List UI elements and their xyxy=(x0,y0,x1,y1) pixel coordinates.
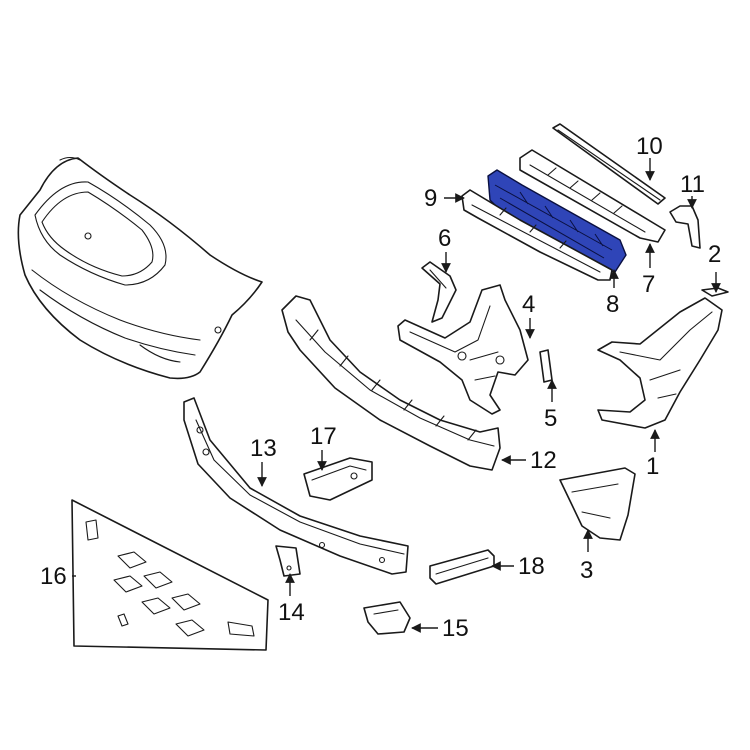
callout-14: 14 xyxy=(278,599,305,626)
part-3-lower-bracket xyxy=(559,467,636,541)
callout-11: 11 xyxy=(680,171,705,198)
leader-lines xyxy=(72,158,721,633)
part-5-retainer xyxy=(539,349,553,383)
callout-4: 4 xyxy=(522,291,535,318)
part-14-plate xyxy=(275,545,301,577)
callout-18: 18 xyxy=(518,553,545,580)
part-10-upper-seal xyxy=(552,123,666,205)
bumper-cover xyxy=(17,156,263,380)
callout-17: 17 xyxy=(310,423,337,450)
part-6-bracket xyxy=(421,261,457,323)
callout-15: 15 xyxy=(442,615,469,642)
callout-5: 5 xyxy=(544,405,557,432)
callout-2: 2 xyxy=(708,241,721,268)
part-18-support-bar xyxy=(429,549,495,585)
part-1-side-bracket xyxy=(597,297,723,429)
part-17-mount-bracket xyxy=(303,457,373,501)
callout-6: 6 xyxy=(438,225,451,252)
callout-7: 7 xyxy=(642,271,655,298)
callout-16: 16 xyxy=(40,563,67,590)
callout-12: 12 xyxy=(530,447,557,474)
part-11-side-bracket xyxy=(669,205,701,249)
callout-10: 10 xyxy=(636,133,663,160)
callout-13: 13 xyxy=(250,435,277,462)
part-2-clip xyxy=(701,287,729,297)
part-12-impact-absorber xyxy=(281,295,501,471)
callout-1: 1 xyxy=(646,453,659,480)
part-16-hardware-kit xyxy=(71,499,269,651)
part-9-grille-support xyxy=(461,189,613,281)
callout-labels: 1 2 3 4 5 6 7 8 9 10 11 12 13 14 15 16 1… xyxy=(40,133,721,642)
callout-9: 9 xyxy=(424,185,437,212)
part-4-center-support xyxy=(397,284,529,415)
callout-8: 8 xyxy=(606,291,619,318)
part-13-reinforcement-beam xyxy=(183,397,409,575)
part-7-air-deflector xyxy=(519,149,666,243)
callout-3: 3 xyxy=(580,557,593,584)
part-15-clip xyxy=(363,601,411,635)
